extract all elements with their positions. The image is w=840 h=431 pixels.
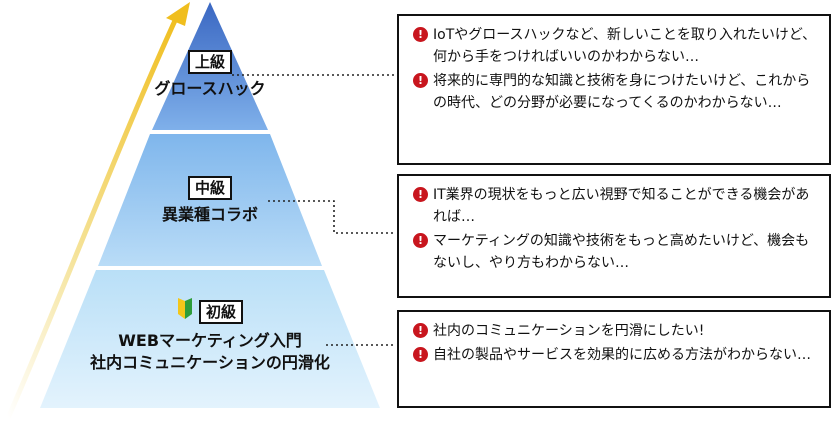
exclamation-circle-icon: !	[413, 27, 428, 42]
pyramid-tier-middle	[98, 134, 322, 266]
issue-box-middle: ! IT業界の現状をもっと広い視野で知ることができる機会があれば… ! マーケテ…	[397, 174, 831, 298]
tier-label-middle: 中級 異業種コラボ	[110, 176, 310, 226]
level-badge-middle: 中級	[187, 176, 232, 200]
level-badge-top: 上級	[187, 50, 232, 74]
tier-title-bottom-line2: 社内コミュニケーションの円滑化	[90, 353, 330, 372]
beginner-mark-icon	[177, 298, 193, 326]
pyramid-tier-bottom	[40, 270, 380, 408]
tier-title-top: グロースハック	[154, 79, 266, 98]
tier-title-bottom-line1: WEBマーケティング入門	[118, 331, 302, 350]
issue-item: ! IT業界の現状をもっと広い視野で知ることができる機会があれば…	[413, 184, 819, 228]
issue-item: ! マーケティングの知識や技術をもっと高めたいけど、機会もないし、やり方もわから…	[413, 230, 819, 274]
issue-item: ! 自社の製品やサービスを効果的に広める方法がわからない…	[413, 344, 819, 366]
issue-item: ! 社内のコミュニケーションを円滑にしたい!	[413, 320, 819, 342]
connector-middle	[268, 200, 396, 234]
exclamation-circle-icon: !	[413, 323, 428, 338]
exclamation-circle-icon: !	[413, 73, 428, 88]
growth-arrow	[5, 11, 181, 421]
growth-arrow-head	[166, 2, 190, 26]
tier-label-bottom: 初級 WEBマーケティング入門 社内コミュニケーションの円滑化	[70, 298, 350, 374]
exclamation-circle-icon: !	[413, 347, 428, 362]
issue-box-top: ! IoTやグロースハックなど、新しいことを取り入れたいけど、何から手をつければ…	[397, 14, 831, 165]
issue-item: ! IoTやグロースハックなど、新しいことを取り入れたいけど、何から手をつければ…	[413, 24, 819, 68]
issue-box-bottom: ! 社内のコミュニケーションを円滑にしたい! ! 自社の製品やサービスを効果的に…	[397, 310, 831, 408]
exclamation-circle-icon: !	[413, 187, 428, 202]
issue-item: ! 将来的に専門的な知識と技術を身につけたいけど、これからの時代、どの分野が必要…	[413, 70, 819, 114]
exclamation-circle-icon: !	[413, 233, 428, 248]
tier-label-top: 上級 グロースハック	[120, 50, 300, 100]
tier-title-middle: 異業種コラボ	[161, 205, 258, 224]
level-badge-bottom: 初級	[198, 300, 243, 324]
